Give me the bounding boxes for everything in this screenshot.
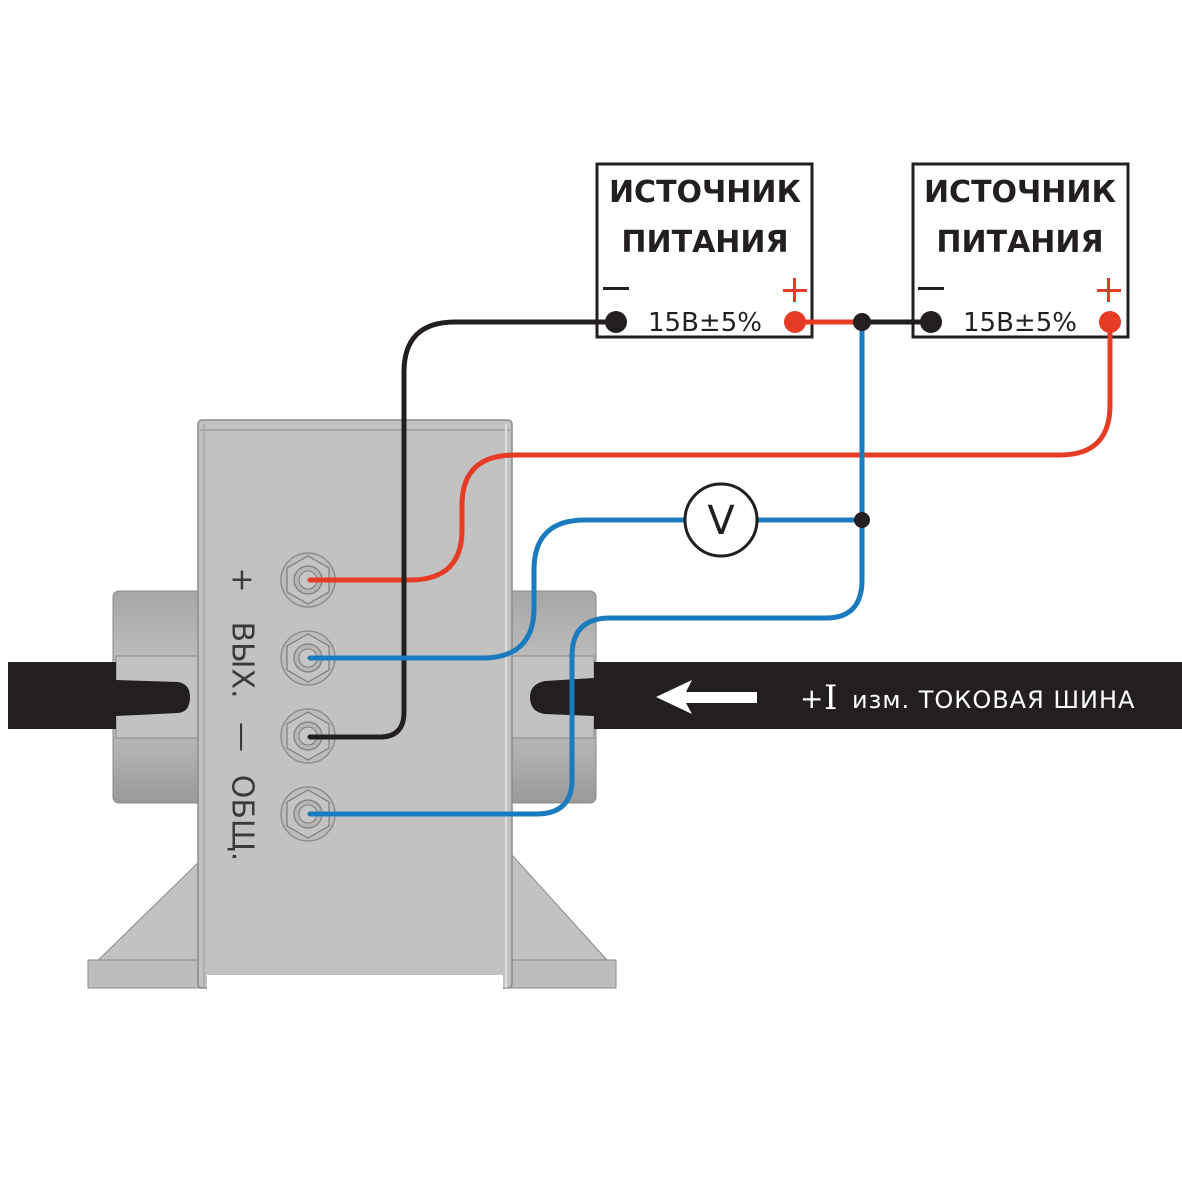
label-minus: — — [225, 722, 260, 752]
psu-1-plus-terminal — [784, 311, 806, 333]
bus-plus-sign: + — [800, 682, 824, 715]
bus-current-symbol: I — [824, 678, 837, 718]
psu-1-voltage: 15В±5% — [648, 308, 762, 338]
label-plus: + — [229, 563, 254, 598]
psu-1-title-line1: ИСТОЧНИК — [609, 175, 802, 210]
psu-2-minus-symbol — [918, 287, 944, 290]
psu-2-plus-terminal — [1099, 311, 1121, 333]
sensor-foot-right — [507, 959, 617, 989]
voltmeter: V — [683, 482, 759, 558]
bus-bar: + I изм. ТОКОВАЯ ШИНА — [8, 662, 1182, 729]
psu-1-plus-symbol — [783, 278, 807, 302]
psu-2-plus-symbol — [1097, 278, 1121, 302]
current-direction-arrow — [656, 680, 757, 714]
power-supply-2: ИСТОЧНИК ПИТАНИЯ 15В±5% — [911, 162, 1130, 339]
wire-blue-common — [307, 319, 865, 817]
terminal-labels: + ВЫХ. — ОБЩ. — [225, 563, 260, 862]
psu-2-title-line1: ИСТОЧНИК — [924, 175, 1117, 210]
bus-bar-label: изм. ТОКОВАЯ ШИНА — [852, 686, 1135, 714]
voltmeter-symbol: V — [707, 498, 735, 544]
psu-2-title-line2: ПИТАНИЯ — [936, 225, 1103, 260]
psu-2-voltage: 15В±5% — [963, 308, 1077, 338]
psu-2-minus-terminal — [920, 311, 942, 333]
connection-points — [605, 311, 1121, 528]
label-common: ОБЩ. — [225, 775, 260, 862]
wires — [307, 319, 1113, 817]
wire-black-minus — [307, 319, 618, 740]
sensor-bottom-notch — [207, 975, 503, 989]
psu-1-title-line2: ПИТАНИЯ — [621, 225, 788, 260]
label-output: ВЫХ. — [225, 621, 260, 698]
terminal-output — [280, 630, 336, 686]
junction-voltmeter — [854, 512, 870, 528]
junction-midpoint — [853, 313, 871, 331]
psu-1-minus-terminal — [605, 311, 627, 333]
sensor-housing — [197, 419, 513, 989]
sensor-foot-left — [87, 959, 209, 989]
wire-red-plus — [307, 319, 1113, 583]
power-supply-1: ИСТОЧНИК ПИТАНИЯ 15В±5% — [595, 162, 814, 339]
psu-1-minus-symbol — [603, 287, 629, 290]
wire-blue-output — [307, 517, 688, 661]
